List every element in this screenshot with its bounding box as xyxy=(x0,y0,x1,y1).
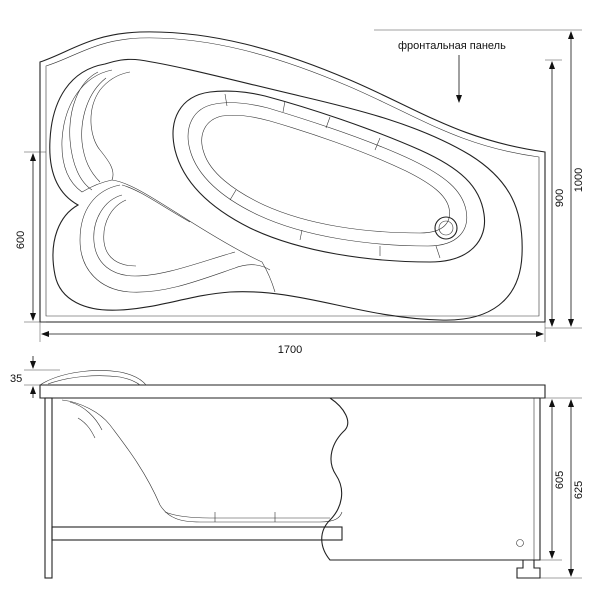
support-leg-left xyxy=(44,397,53,579)
lower-lobe-inner-2 xyxy=(103,199,137,267)
main-basin-bottom xyxy=(201,114,450,234)
top-view-outer-rim xyxy=(39,31,546,323)
top-view: фронтальная панель xyxy=(39,31,546,323)
seat-rim-line xyxy=(69,71,99,191)
side-view xyxy=(39,370,546,579)
front-panel-label: фронтальная панель xyxy=(398,40,506,52)
main-basin-oval-inner xyxy=(187,102,468,247)
dim-label-1700: 1700 xyxy=(278,344,302,356)
front-panel-side xyxy=(321,397,541,561)
basin-floor-lines xyxy=(164,511,330,522)
top-view-dimensions: 1000 900 600 1700 xyxy=(15,29,585,356)
panel-screw xyxy=(516,539,524,547)
seat-rim-line-2 xyxy=(81,77,107,183)
dim-label-600: 600 xyxy=(15,231,27,249)
dim-label-625: 625 xyxy=(573,481,585,499)
support-foot-right xyxy=(516,560,541,579)
dim-label-900: 900 xyxy=(554,189,566,207)
support-frame-bar xyxy=(51,526,343,541)
oval-rim-ticks xyxy=(224,93,441,259)
drain-outer xyxy=(434,216,458,240)
dim-label-35: 35 xyxy=(10,373,22,385)
dim-label-1000: 1000 xyxy=(573,168,585,192)
seat-inner-curve xyxy=(61,69,131,193)
side-view-dimensions: 35 605 625 xyxy=(10,356,585,579)
basin-outline xyxy=(49,58,523,321)
side-view-headrest-inner xyxy=(47,375,141,386)
fold-line-2 xyxy=(121,184,191,223)
drain-inner xyxy=(438,220,454,236)
basin-side-profile-inner xyxy=(69,401,103,439)
side-view-rim xyxy=(39,384,546,399)
lower-lobe-outline xyxy=(79,184,271,293)
side-view-headrest xyxy=(39,370,147,386)
dim-label-605: 605 xyxy=(554,471,566,489)
fold-line-1 xyxy=(111,179,276,293)
top-view-inner-rim xyxy=(45,37,540,317)
lower-lobe-inner xyxy=(93,194,236,277)
basin-side-profile xyxy=(61,399,343,523)
main-basin-oval xyxy=(172,90,486,263)
